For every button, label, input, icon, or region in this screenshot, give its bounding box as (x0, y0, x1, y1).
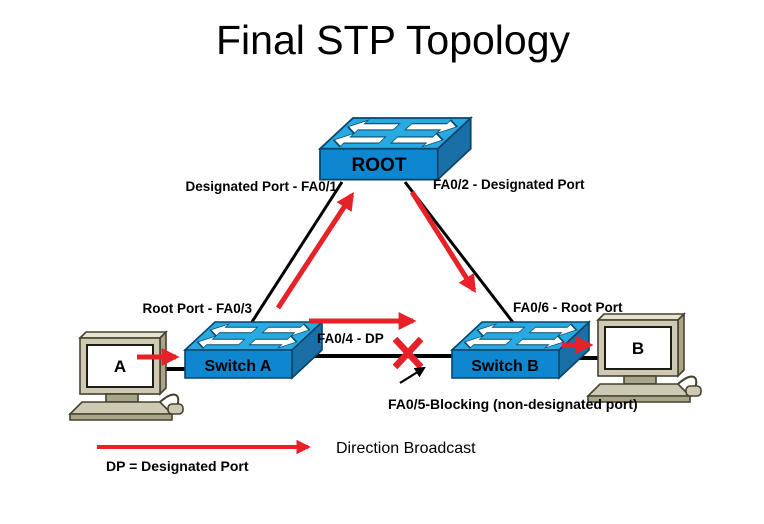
switch-b: Switch B (451, 321, 590, 379)
port-label-fa0-2: FA0/2 - Designated Port (433, 177, 585, 192)
port-label-fa0-4: FA0/4 - DP (317, 331, 384, 346)
page-title: Final STP Topology (216, 17, 571, 63)
pc-b-icon (587, 313, 702, 403)
root-switch: ROOT (319, 117, 472, 181)
pc-b-label: B (632, 339, 644, 358)
port-label-fa0-6: FA0/6 - Root Port (513, 300, 623, 315)
port-label-fa0-5: FA0/5-Blocking (non-designated port) (388, 396, 638, 412)
broadcast-arrow-switch-a-to-root (275, 191, 355, 310)
switch-a-label: Switch A (205, 358, 272, 375)
port-label-fa0-1: Designated Port - FA0/1 (185, 179, 337, 194)
blocking-x-icon (392, 336, 424, 370)
legend: Direction Broadcast DP = Designated Port (97, 439, 476, 474)
root-switch-label: ROOT (352, 155, 407, 176)
port-label-fa0-3: Root Port - FA0/3 (142, 301, 252, 316)
pc-a: A (69, 331, 184, 421)
blocking-annotation-arrow-icon (399, 366, 426, 384)
pc-a-label: A (114, 357, 126, 376)
switch-a: Switch A (184, 321, 323, 379)
pc-b: B (587, 313, 702, 403)
broadcast-arrow-root-to-switch-b (409, 190, 477, 294)
legend-direction-label: Direction Broadcast (336, 440, 476, 457)
pc-a-icon (69, 331, 184, 421)
link-switch-a-root (248, 181, 344, 326)
switch-b-label: Switch B (471, 358, 539, 375)
legend-dp-definition: DP = Designated Port (106, 458, 249, 474)
